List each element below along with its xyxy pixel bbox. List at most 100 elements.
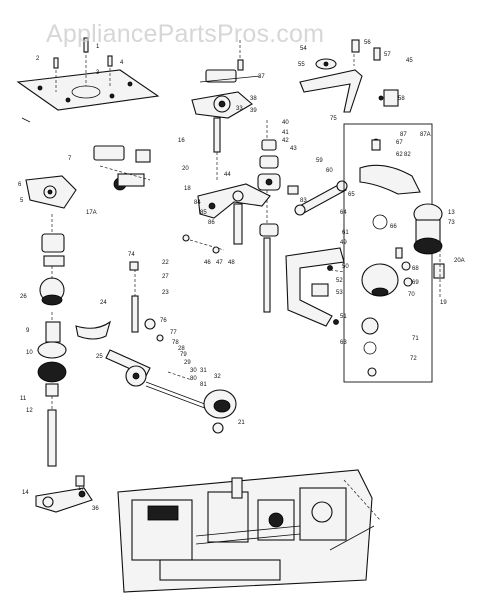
label-67: 67 [396, 140, 403, 146]
label-11: 11 [20, 396, 27, 402]
label-18: 18 [184, 186, 191, 192]
upper-shaft-gear [93, 145, 151, 191]
label-73: 73 [448, 220, 455, 226]
label-24: 24 [100, 300, 107, 306]
label-1: 1 [96, 44, 100, 50]
label-27: 27 [162, 274, 169, 280]
feed-rocker-assembly [75, 261, 164, 377]
label-77: 77 [170, 330, 177, 336]
shuttle-assembly [191, 40, 261, 180]
label-58: 58 [398, 96, 405, 102]
label-63: 63 [340, 340, 347, 346]
label-22: 22 [162, 260, 169, 266]
label-10: 10 [26, 350, 33, 356]
drive-crank [35, 475, 93, 513]
label-69: 69 [412, 280, 419, 286]
label-7: 7 [68, 156, 72, 162]
label-72: 72 [410, 356, 417, 362]
label-83: 83 [300, 198, 307, 204]
connecting-link [287, 180, 348, 216]
label-17: 17 [78, 486, 85, 492]
stitch-lever-assembly [182, 183, 271, 254]
label-9: 9 [26, 328, 30, 334]
label-80: 80 [190, 376, 197, 382]
stitch-dial-knob [413, 203, 445, 298]
label-87: 87 [400, 132, 407, 138]
label-78: 78 [172, 340, 179, 346]
label-6: 6 [18, 182, 22, 188]
label-21: 21 [238, 420, 245, 426]
label-39: 39 [250, 108, 257, 114]
label-29: 29 [184, 360, 191, 366]
label-65: 65 [348, 192, 355, 198]
label-52: 52 [336, 278, 343, 284]
label-42: 42 [282, 138, 289, 144]
label-38: 38 [250, 96, 257, 102]
stitch-regulator-assembly [359, 138, 421, 377]
lower-shaft-stack [37, 214, 67, 467]
watermark-text: AppliancePartsPros.com [46, 20, 324, 48]
label-57: 57 [384, 52, 391, 58]
part-labels: 1 2 3 4 5 6 7 9 10 11 12 13 14 16 17 17A… [18, 40, 465, 512]
label-14: 14 [22, 490, 29, 496]
clutch-spring-column [257, 120, 281, 313]
label-56: 56 [364, 40, 371, 46]
label-82: 82 [404, 152, 411, 158]
label-68: 68 [412, 266, 419, 272]
label-66: 66 [390, 224, 397, 230]
label-49: 49 [340, 240, 347, 246]
bobbin-winder-arm [25, 175, 77, 209]
label-81: 81 [200, 382, 207, 388]
label-12: 12 [26, 408, 33, 414]
label-3: 3 [96, 70, 100, 76]
label-85: 85 [200, 210, 207, 216]
label-60: 60 [326, 168, 333, 174]
assembly-box-right [343, 123, 433, 383]
label-37: 37 [258, 74, 265, 80]
label-32: 32 [214, 374, 221, 380]
label-46: 46 [204, 260, 211, 266]
label-84: 84 [194, 200, 201, 206]
label-16: 16 [178, 138, 185, 144]
label-76: 76 [160, 318, 167, 324]
base-plate-assembly [16, 37, 160, 123]
label-19: 19 [440, 300, 447, 306]
label-87A: 87A [420, 132, 431, 138]
label-53: 53 [336, 290, 343, 296]
label-23: 23 [162, 290, 169, 296]
label-64: 64 [340, 210, 347, 216]
label-48: 48 [228, 260, 235, 266]
label-61: 61 [342, 230, 349, 236]
label-20A: 20A [454, 258, 465, 264]
handwheel-shaft [125, 365, 237, 434]
label-4: 4 [120, 60, 124, 66]
label-50: 50 [342, 264, 349, 270]
label-31: 31 [200, 368, 207, 374]
label-44: 44 [224, 172, 231, 178]
label-62: 62 [396, 152, 403, 158]
label-20: 20 [182, 166, 189, 172]
label-75: 75 [330, 116, 337, 122]
label-41: 41 [282, 130, 289, 136]
label-13: 13 [448, 210, 455, 216]
label-17A: 17A [86, 210, 97, 216]
label-79: 79 [180, 352, 187, 358]
label-74: 74 [128, 252, 135, 258]
label-54: 54 [300, 46, 307, 52]
label-45: 45 [406, 58, 413, 64]
label-28: 28 [178, 346, 185, 352]
label-55: 55 [298, 62, 305, 68]
presser-lifter-assembly [285, 247, 345, 327]
label-51: 51 [340, 314, 347, 320]
feed-lever-assembly [299, 39, 399, 113]
machine-body-casting [117, 469, 381, 593]
label-47: 47 [216, 260, 223, 266]
label-26: 26 [20, 294, 27, 300]
label-43: 43 [290, 146, 297, 152]
label-40: 40 [282, 120, 289, 126]
label-59: 59 [316, 158, 323, 164]
label-33: 33 [236, 106, 243, 112]
label-30: 30 [190, 368, 197, 374]
label-5: 5 [20, 198, 24, 204]
